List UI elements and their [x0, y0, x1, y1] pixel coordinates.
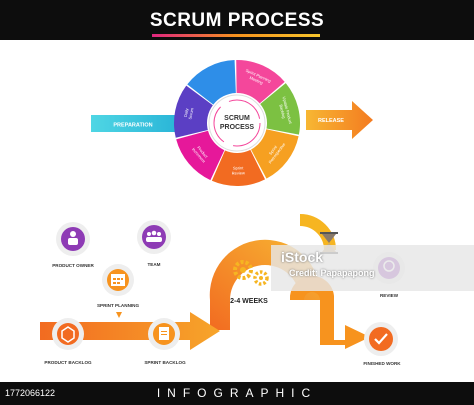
cycle-segment [187, 60, 236, 105]
sprint-backlog-label: SPRINT BACKLOG [144, 360, 186, 365]
cycle-segment-label: Sprint [268, 144, 279, 156]
sprint-planning-label: SPRINT PLANNING [96, 303, 140, 308]
release-arrow [306, 101, 373, 139]
sprint-backlog-node [148, 318, 180, 350]
release-label: RELEASE [318, 118, 344, 124]
cycle-segment [251, 129, 299, 179]
cycle-segment-label: Update Product [282, 96, 294, 125]
preparation-bar [91, 115, 175, 132]
cycle-segment [176, 130, 225, 181]
cycle-center-ring [213, 99, 261, 147]
footer-title: INFOGRAPHIC [156, 386, 318, 400]
gears-icon [233, 260, 269, 286]
flow-arrow [40, 312, 220, 350]
cycle-segment-label: Backlog [278, 104, 286, 119]
weeks-label: 2-4 WEEKS [230, 298, 268, 305]
sprint-planning-node [102, 264, 134, 296]
review-label: REVIEW [379, 293, 399, 298]
finish-arrow [289, 275, 370, 349]
cycle-segment [236, 59, 285, 104]
footer-bar [0, 382, 474, 405]
cycle-segment-label: Sprint [233, 165, 244, 170]
cycle-segment-label: Scrum [187, 107, 194, 120]
page-title: SCRUM PROCESS [149, 10, 325, 31]
image-id: 1772066122 [5, 388, 56, 398]
cycle-segment [174, 85, 213, 138]
finished-work-node [364, 322, 398, 356]
preparation-label: PREPARATION [113, 123, 152, 129]
down-arrow-icon [116, 312, 122, 318]
team-label: TEAM [147, 262, 161, 267]
cycle-center-label-1: SCRUM [224, 115, 250, 122]
cycle-segment-label: Meeting [249, 75, 264, 85]
cycle-segment-label: Review [232, 170, 245, 175]
watermark-overlay: iStock Credit: Papapapong [271, 245, 474, 291]
cycle-segment-label: Daily [183, 108, 190, 118]
cycle-segment [260, 83, 300, 135]
product-backlog-label: PRODUCT BACKLOG [44, 360, 92, 365]
watermark-credit: Credit: Papapapong [289, 268, 375, 278]
team-node [137, 220, 171, 254]
product-backlog-node [52, 318, 84, 350]
product-owner-label: PRODUCT OWNER [52, 263, 94, 268]
title-underline [152, 34, 320, 37]
cycle-center [208, 94, 266, 152]
cycle-center-label-2: PROCESS [220, 124, 255, 131]
product-owner-node [56, 222, 90, 256]
header-bar [0, 0, 474, 40]
finished-work-label: FINISHED WORK [363, 361, 401, 366]
watermark-brand: iStock [281, 249, 324, 265]
cycle-segment [211, 149, 266, 186]
